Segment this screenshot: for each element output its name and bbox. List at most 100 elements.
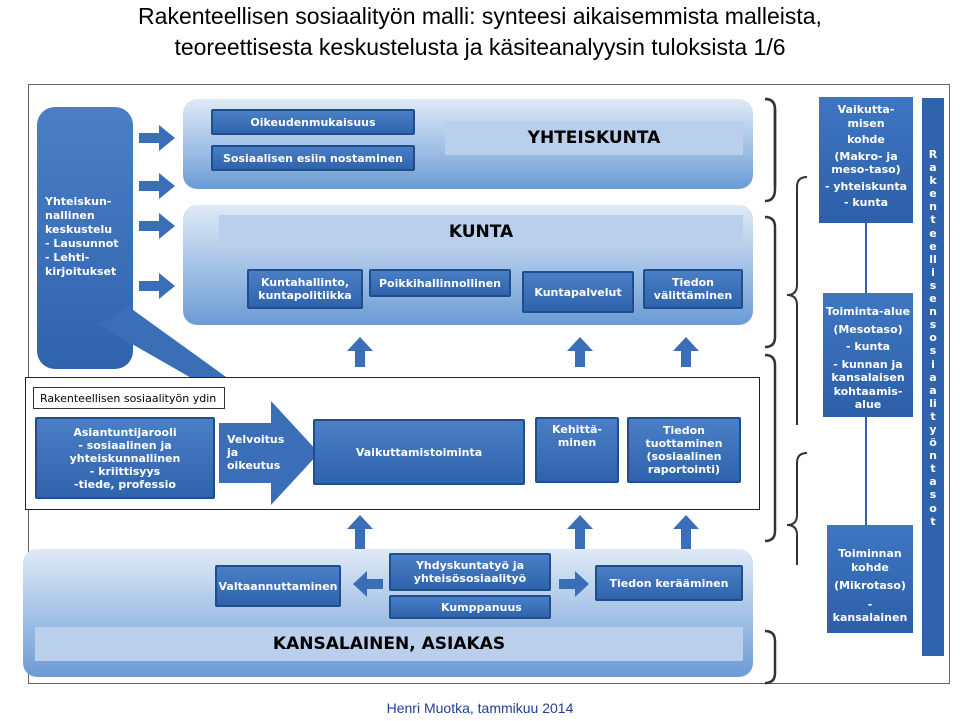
knowledge-production-box: Tiedon tuottaminen (sosiaalinen raportoi… bbox=[627, 417, 741, 483]
expert-role-line: - sosiaalinen ja bbox=[78, 438, 172, 452]
knowledge-line: raportointi) bbox=[647, 463, 721, 476]
municipal-services-label: Kuntapalvelut bbox=[534, 285, 622, 299]
public-discussion-line: nallinen bbox=[45, 209, 95, 222]
arrow-right-icon bbox=[139, 125, 175, 151]
empowerment-box: Valtaannuttaminen bbox=[215, 565, 341, 607]
core-label: Rakenteellisen sosiaalityön ydin bbox=[40, 391, 217, 405]
public-discussion-line: keskustelu bbox=[45, 223, 113, 236]
empowerment-label: Valtaannuttaminen bbox=[218, 579, 338, 593]
arrow-up-icon bbox=[567, 515, 593, 549]
duty-line: ja bbox=[227, 446, 239, 459]
expert-role-line: yhteiskunnallinen bbox=[69, 451, 181, 465]
info-transfer-line: Tiedon bbox=[672, 276, 714, 289]
micro-level-box: Toiminnan kohde (Mikrotaso) - kansalaine… bbox=[827, 525, 913, 633]
development-box: Kehittä- minen bbox=[535, 417, 619, 483]
arrow-right-icon bbox=[139, 213, 175, 239]
macro-line: - kunta bbox=[843, 196, 889, 209]
community-work-box: Yhdyskuntatyö ja yhteisösosiaalityö bbox=[389, 553, 551, 591]
meso-line: alue bbox=[854, 398, 882, 411]
footer-author: Henri Muotka, tammikuu 2014 bbox=[386, 700, 574, 716]
arrow-up-icon bbox=[673, 337, 699, 367]
micro-line: kohde bbox=[851, 560, 889, 574]
cross-admin-box: Poikkihallinnollinen bbox=[369, 269, 511, 297]
side-connector bbox=[865, 223, 867, 293]
partnership-label: Kumppanuus bbox=[441, 600, 522, 614]
citizen-band: KANSALAINEN, ASIAKAS bbox=[35, 627, 743, 661]
meso-line: (Mesotaso) bbox=[833, 322, 903, 336]
arrow-up-icon bbox=[567, 337, 593, 367]
municipality-label: KUNTA bbox=[448, 222, 514, 242]
meso-line: - kunta bbox=[845, 340, 891, 353]
duty-line: oikeutus bbox=[227, 459, 281, 472]
levels-vertical-bar: Rakenteellisen sosiaalityön tasot bbox=[922, 98, 944, 656]
info-collecting-box: Tiedon kerääminen bbox=[595, 565, 743, 601]
justice-box: Oikeudenmukaisuus bbox=[211, 109, 415, 135]
knowledge-line: Tiedon bbox=[663, 424, 705, 437]
social-raising-box: Sosiaalisen esiin nostaminen bbox=[211, 145, 415, 171]
diagram-frame: Yhteiskun- nallinen keskustelu - Lausunn… bbox=[23, 84, 950, 685]
arrow-right-icon bbox=[139, 173, 175, 199]
society-label: YHTEISKUNTA bbox=[527, 128, 661, 148]
municipal-admin-line: kuntapolitiikka bbox=[258, 289, 352, 302]
municipal-services-box: Kuntapalvelut bbox=[522, 271, 634, 313]
knowledge-line: (sosiaalinen bbox=[646, 450, 722, 463]
macro-line: meso-taso) bbox=[831, 163, 901, 176]
meso-level-box: Toiminta-alue (Mesotaso) - kunta - kunna… bbox=[823, 293, 913, 417]
arrow-right-icon bbox=[559, 571, 589, 597]
public-discussion-line: kirjoitukset bbox=[45, 265, 117, 278]
expert-role-line: - kriittisyys bbox=[89, 464, 161, 478]
micro-line: kansalainen bbox=[832, 611, 908, 624]
community-work-line: yhteisösosiaalityö bbox=[413, 572, 527, 585]
cross-admin-label: Poikkihallinnollinen bbox=[378, 276, 501, 290]
info-transfer-line: välittäminen bbox=[653, 289, 733, 302]
public-discussion-line: - Lehti- bbox=[45, 251, 90, 264]
title-line-1: Rakenteellisen sosiaalityön malli: synte… bbox=[138, 3, 822, 29]
expert-role-line: -tiede, professio bbox=[74, 477, 176, 491]
knowledge-line: tuottaminen bbox=[645, 437, 723, 450]
duty-arrow bbox=[219, 401, 319, 505]
arrow-left-icon bbox=[353, 571, 383, 597]
micro-line: Toiminnan bbox=[838, 547, 902, 560]
duty-text: Velvoitus ja oikeutus bbox=[227, 433, 287, 472]
arrow-up-icon bbox=[347, 515, 373, 549]
public-discussion-line: Yhteiskun- bbox=[45, 195, 112, 208]
title-line-2: teoreettisesta keskustelusta ja käsitean… bbox=[174, 34, 786, 60]
macro-line: (Makro- ja bbox=[834, 149, 898, 163]
core-label-box: Rakenteellisen sosiaalityön ydin bbox=[33, 387, 225, 409]
public-discussion-line: - Lausunnot bbox=[45, 237, 119, 250]
macro-line: kohde bbox=[847, 133, 885, 146]
arrow-up-icon bbox=[673, 515, 699, 549]
info-transfer-box: Tiedon välittäminen bbox=[643, 269, 743, 309]
meso-line: Toiminta-alue bbox=[825, 305, 911, 318]
municipality-band: KUNTA bbox=[219, 215, 743, 249]
partnership-box: Kumppanuus bbox=[389, 595, 551, 619]
society-band: YHTEISKUNTA bbox=[445, 121, 743, 155]
duty-line: Velvoitus bbox=[227, 433, 285, 446]
levels-vertical-text: Rakenteellisen sosiaalityön tasot bbox=[928, 148, 941, 528]
info-collecting-label: Tiedon kerääminen bbox=[609, 576, 729, 590]
municipal-admin-line: Kuntahallinto, bbox=[260, 276, 350, 289]
municipal-admin-box: Kuntahallinto, kuntapolitiikka bbox=[247, 269, 363, 309]
meso-line: - kunnan ja bbox=[833, 357, 903, 371]
arrow-right-icon bbox=[139, 273, 175, 299]
meso-line: kansalaisen bbox=[831, 371, 905, 384]
influence-label: Vaikuttamistoiminta bbox=[355, 445, 483, 459]
arrow-up-icon bbox=[347, 337, 373, 367]
meso-line: kohtaamis- bbox=[833, 384, 903, 398]
influence-box: Vaikuttamistoiminta bbox=[313, 419, 525, 485]
public-discussion-box: Yhteiskun- nallinen keskustelu - Lausunn… bbox=[37, 107, 133, 369]
micro-line: - bbox=[867, 597, 873, 611]
micro-line: (Mikrotaso) bbox=[834, 579, 906, 592]
macro-line: misen bbox=[847, 116, 885, 130]
side-connector bbox=[865, 417, 867, 525]
development-line: Kehittä- bbox=[552, 423, 602, 436]
expert-role-box: Asiantuntijarooli - sosiaalinen ja yhtei… bbox=[35, 417, 215, 499]
social-raising-label: Sosiaalisen esiin nostaminen bbox=[222, 151, 404, 165]
expert-role-line: Asiantuntijarooli bbox=[73, 425, 177, 439]
citizen-label: KANSALAINEN, ASIAKAS bbox=[272, 634, 506, 654]
brace-icon bbox=[786, 176, 808, 565]
community-work-line: Yhdyskuntatyö ja bbox=[415, 559, 525, 572]
development-line: minen bbox=[557, 436, 597, 449]
justice-label: Oikeudenmukaisuus bbox=[250, 115, 376, 129]
macro-line: - yhteiskunta bbox=[824, 179, 908, 193]
